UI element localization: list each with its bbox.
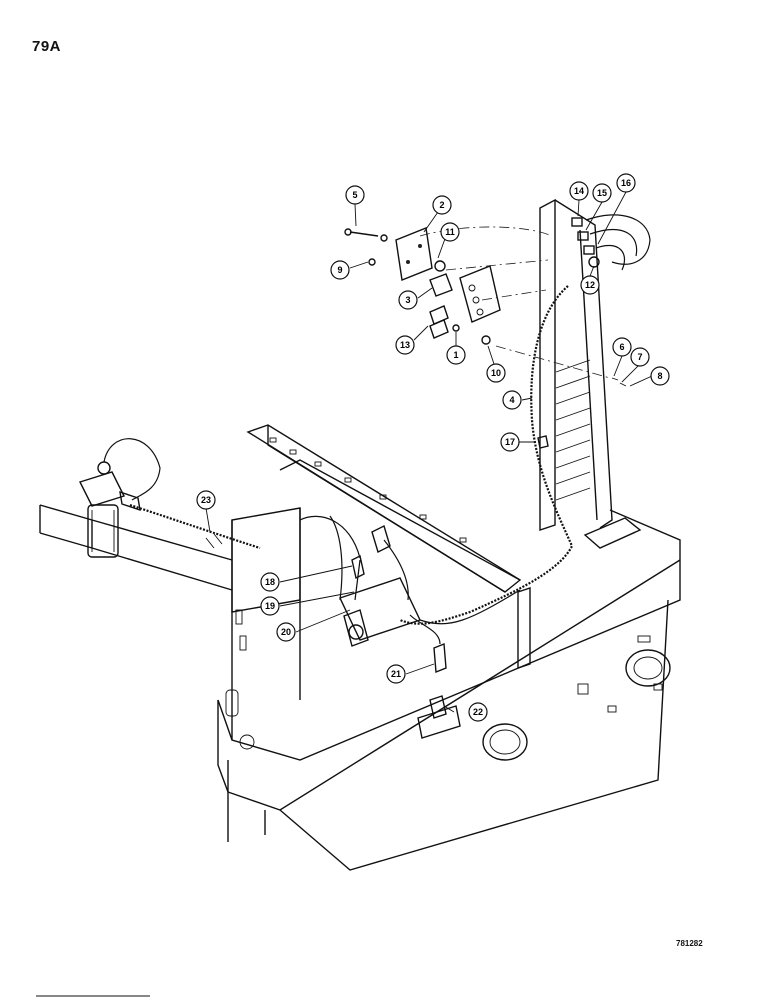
callout-21-label: 21 (391, 669, 401, 679)
callout-7: 7 (630, 347, 650, 367)
callout-20-label: 20 (281, 627, 291, 637)
bracket-assembly (344, 226, 611, 379)
drawing-code: 781282 (676, 939, 703, 948)
callout-19: 19 (260, 596, 280, 616)
callout-13: 13 (395, 335, 415, 355)
callout-23: 23 (196, 490, 216, 510)
harness-4 (399, 285, 574, 625)
callout-2-label: 2 (439, 200, 444, 210)
beam-holes (269, 437, 467, 543)
connector-cluster (571, 214, 651, 387)
callout-20: 20 (276, 622, 296, 642)
callout-12: 12 (580, 275, 600, 295)
callout-6: 6 (612, 337, 632, 357)
callout-2: 2 (432, 195, 452, 215)
callout-1: 1 (446, 345, 466, 365)
callout-11: 11 (440, 222, 460, 242)
callout-22: 22 (468, 702, 488, 722)
chassis-frame (39, 424, 681, 871)
callout-14-label: 14 (574, 186, 584, 196)
callout-6-label: 6 (619, 342, 624, 352)
callout-12-label: 12 (585, 280, 595, 290)
callout-14: 14 (569, 181, 589, 201)
filter-assembly (79, 438, 161, 558)
callout-5: 5 (345, 185, 365, 205)
callout-19-label: 19 (265, 601, 275, 611)
callout-15-label: 15 (597, 188, 607, 198)
callout-10: 10 (486, 363, 506, 383)
callout-13-label: 13 (400, 340, 410, 350)
callout-17: 17 (500, 432, 520, 452)
vertical-stand (539, 198, 642, 549)
callout-7-label: 7 (637, 352, 642, 362)
callout-1-label: 1 (453, 350, 458, 360)
valve-block (299, 515, 521, 739)
callout-16-label: 16 (621, 178, 631, 188)
callout-10-label: 10 (491, 368, 501, 378)
callout-16: 16 (616, 173, 636, 193)
callout-4: 4 (502, 390, 522, 410)
callout-22-label: 22 (473, 707, 483, 717)
callout-15: 15 (592, 183, 612, 203)
callout-4-label: 4 (509, 395, 514, 405)
callout-3-label: 3 (405, 295, 410, 305)
callout-21: 21 (386, 664, 406, 684)
callout-5-label: 5 (352, 190, 357, 200)
callout-23-label: 23 (201, 495, 211, 505)
callout-18-label: 18 (265, 577, 275, 587)
callout-9: 9 (330, 260, 350, 280)
callout-8-label: 8 (657, 371, 662, 381)
page-number: 79A (32, 38, 62, 55)
callout-17-label: 17 (505, 437, 515, 447)
callout-9-label: 9 (337, 265, 342, 275)
callout-11-label: 11 (445, 227, 455, 237)
hose-23 (129, 503, 261, 550)
leader-lines (205, 191, 653, 713)
callout-18: 18 (260, 572, 280, 592)
callout-3: 3 (398, 290, 418, 310)
callout-8: 8 (650, 366, 670, 386)
